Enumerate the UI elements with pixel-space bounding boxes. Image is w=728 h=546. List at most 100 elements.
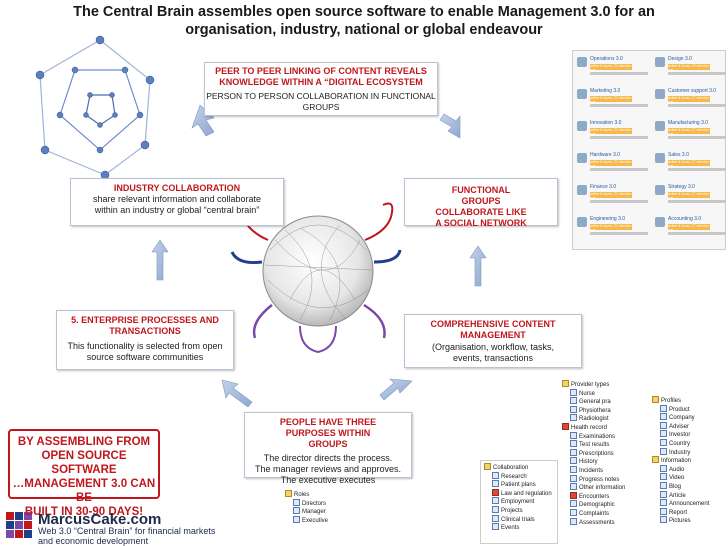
tree-item[interactable]: Test results: [562, 440, 625, 449]
tree-item[interactable]: Law and regulation: [484, 488, 552, 498]
node-icon: [492, 497, 499, 505]
module-name[interactable]: Sales 3.0: [668, 152, 689, 158]
tree-item[interactable]: Other information: [562, 483, 625, 492]
tree-item[interactable]: Research: [484, 471, 552, 481]
logo-icon: [6, 512, 32, 538]
tree-item[interactable]: Complaints: [562, 508, 625, 518]
module-activity-badge: active 6 hours, 27 minutes ago: [668, 160, 710, 168]
module-description-placeholder: [668, 72, 726, 75]
tree-item[interactable]: Product: [652, 404, 709, 414]
tree-item-label: Complaints: [579, 510, 610, 517]
tree-item[interactable]: Announcement: [652, 499, 709, 508]
tree-item-label: Research: [501, 473, 527, 480]
module-description-placeholder: [668, 168, 726, 171]
callout-line-3: …MANAGEMENT 3.0 CAN BE: [12, 478, 156, 504]
tree-item-label: Prescriptions: [579, 450, 614, 457]
tree-item[interactable]: Nurse: [562, 388, 625, 398]
tree-item[interactable]: Assessments: [562, 517, 625, 527]
module-icon: [577, 153, 587, 163]
assembly-callout: BY ASSEMBLING FROM OPEN SOURCE SOFTWARE …: [8, 429, 160, 518]
tree-item[interactable]: Prescriptions: [562, 448, 625, 458]
tree-item[interactable]: Physiothera: [562, 405, 625, 415]
tree-item-label: Audio: [669, 466, 685, 473]
tree-item-label: Progress notes: [579, 476, 620, 483]
node-icon: [660, 430, 667, 438]
tree-item[interactable]: Audio: [652, 464, 709, 474]
tree-item-label: Encounters: [579, 493, 610, 500]
module-name[interactable]: Operations 3.0: [590, 56, 623, 62]
module-name[interactable]: Finance 3.0: [590, 184, 617, 190]
node-icon: [293, 498, 300, 506]
module-name[interactable]: Customer support 3.0: [668, 88, 717, 94]
node-icon: [660, 421, 667, 429]
module-name[interactable]: Design 3.0: [668, 56, 692, 62]
tree-item[interactable]: Blog: [652, 481, 709, 491]
tree-item[interactable]: Encounters: [562, 491, 625, 501]
module-name[interactable]: Manufacturing 3.0: [668, 120, 709, 126]
tree-item[interactable]: Roles: [285, 490, 328, 499]
tree-item[interactable]: Progress notes: [562, 474, 625, 484]
tree-item[interactable]: Demographic: [562, 500, 625, 509]
people-purposes-line-1: The director directs the process.: [263, 453, 393, 463]
tree-item[interactable]: Report: [652, 507, 709, 517]
module-name[interactable]: Innovation 3.0: [590, 120, 622, 126]
module-card[interactable]: Sales 3.0 active 6 hours, 27 minutes ago: [655, 151, 728, 181]
module-icon: [655, 153, 665, 163]
tree-item[interactable]: Incidents: [562, 465, 625, 475]
module-name[interactable]: Accounting 3.0: [668, 216, 702, 222]
tree-item[interactable]: Information: [652, 456, 709, 465]
tree-item[interactable]: Article: [652, 490, 709, 500]
logo-name[interactable]: MarcusCake.com: [38, 511, 162, 528]
tree-item[interactable]: Radiologist: [562, 414, 625, 423]
tree-item[interactable]: Pictures: [652, 516, 709, 525]
tree-item[interactable]: Employment: [484, 497, 552, 506]
tree-item[interactable]: Investor: [652, 430, 709, 439]
tree-item[interactable]: Country: [652, 438, 709, 448]
tree-item[interactable]: Company: [652, 413, 709, 422]
module-name[interactable]: Engineering 3.0: [590, 216, 626, 222]
tree-item[interactable]: Collaboration: [484, 463, 552, 472]
tree-item[interactable]: Industry: [652, 447, 709, 457]
module-name[interactable]: Hardware 3.0: [590, 152, 621, 158]
node-icon: [570, 465, 577, 473]
tree-item[interactable]: Examinations: [562, 431, 625, 441]
tree-item[interactable]: Patient plans: [484, 480, 552, 489]
module-activity-badge: active 6 hours, 27 minutes ago: [668, 192, 710, 200]
tree-item[interactable]: Directors: [285, 498, 328, 508]
module-description-placeholder: [590, 232, 648, 235]
tree-item[interactable]: Manager: [285, 507, 328, 516]
central-brain-hub-graphic: [230, 202, 402, 354]
tree-item[interactable]: General pra: [562, 397, 625, 406]
tree-item[interactable]: Video: [652, 473, 709, 482]
tree-item[interactable]: Events: [484, 523, 552, 532]
tree-item[interactable]: Health record: [562, 422, 625, 432]
tree-item[interactable]: Clinical trials: [484, 514, 552, 524]
logo-tagline-2: and economic development: [38, 535, 149, 546]
tree-item[interactable]: Profiles: [652, 396, 709, 405]
module-name[interactable]: Strategy 3.0: [668, 184, 695, 190]
tree-item[interactable]: History: [562, 457, 625, 466]
module-name[interactable]: Marketing 3.0: [590, 88, 621, 94]
module-activity-badge: active 6 hours, 27 minutes ago: [590, 160, 632, 168]
tree-item[interactable]: Adviser: [652, 421, 709, 431]
tree-item[interactable]: Projects: [484, 505, 552, 515]
tree-item[interactable]: Executive: [285, 515, 328, 525]
node-icon: [660, 447, 667, 455]
module-icon: [655, 185, 665, 195]
node-icon: [660, 438, 667, 446]
module-card[interactable]: Hardware 3.0 active 6 hours, 27 minutes a…: [577, 151, 653, 181]
folder-icon: [484, 463, 491, 470]
tree-item[interactable]: Provider types: [562, 380, 625, 389]
node-icon: [660, 490, 667, 498]
module-card[interactable]: Strategy 3.0 active 6 hours, 27 minutes a…: [655, 183, 728, 213]
